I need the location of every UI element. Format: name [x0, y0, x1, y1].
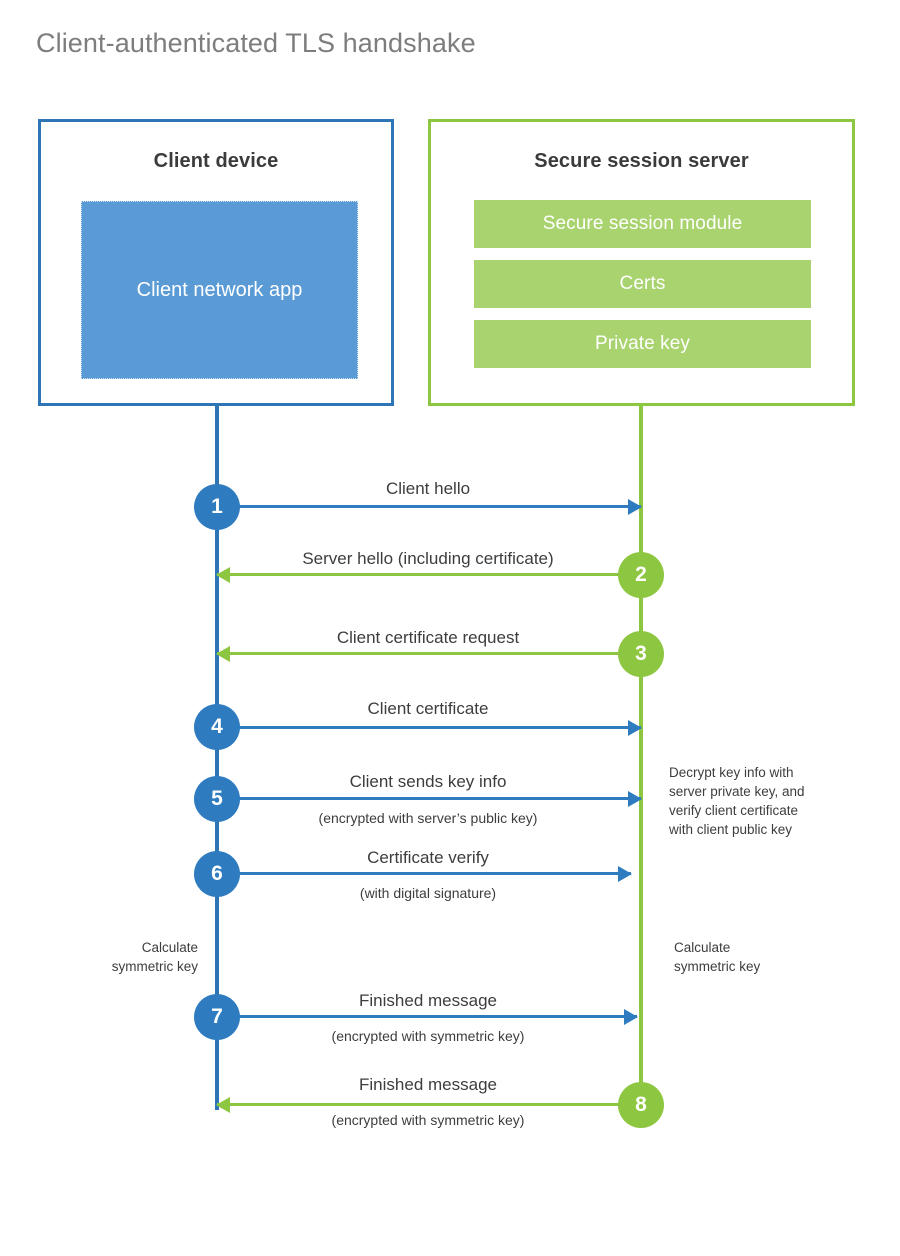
message-label-5: Client sends key info	[349, 772, 507, 791]
message-arrow-1	[217, 498, 642, 515]
message-label-3: Client certificate request	[336, 628, 520, 647]
message-arrow-4	[217, 719, 642, 736]
server-calculate-symmetric-key-note: Calculate symmetric key	[674, 938, 834, 976]
server-module-secure-session-module: Secure session module	[474, 200, 811, 248]
message-sublabel-7: (encrypted with symmetric key)	[331, 1028, 525, 1044]
message-arrow-2	[216, 566, 641, 583]
message-arrow-5	[217, 790, 642, 807]
arrowhead-right-icon	[628, 719, 642, 736]
message-label-7: Finished message	[359, 991, 497, 1010]
server-module-label: Secure session module	[542, 213, 743, 234]
server-lifeline	[639, 403, 643, 1106]
step-marker-3[interactable]: 3	[618, 631, 664, 677]
step-marker-4[interactable]: 4	[194, 704, 240, 750]
message-label-1: Client hello	[385, 479, 471, 498]
message-arrow-7	[217, 1008, 638, 1025]
client-network-app-label: Client network app	[136, 278, 303, 301]
client-device-box: Client device Client network app	[38, 119, 394, 406]
message-sublabel-5: (encrypted with server’s public key)	[318, 810, 538, 826]
message-label-4: Client certificate	[367, 699, 489, 718]
client-lifeline	[215, 403, 219, 1110]
step-marker-6[interactable]: 6	[194, 851, 240, 897]
page-title: Client-authenticated TLS handshake	[36, 28, 476, 58]
message-label-8: Finished message	[359, 1075, 497, 1094]
server-calculate-note-line: symmetric key	[674, 959, 761, 975]
client-network-app-block: Client network app	[81, 201, 358, 379]
server-module-certs: Certs	[474, 260, 811, 308]
message-arrow-3	[216, 645, 641, 662]
client-calculate-note-line: Calculate	[141, 940, 198, 955]
secure-session-server-box: Secure session server Secure session mod…	[428, 119, 855, 406]
arrowhead-left-icon	[216, 1096, 230, 1113]
server-decrypt-note: Decrypt key info with server private key…	[669, 763, 849, 840]
server-module-private-key: Private key	[474, 320, 811, 368]
server-module-label: Certs	[619, 273, 666, 294]
step-marker-7[interactable]: 7	[194, 994, 240, 1040]
arrowhead-left-icon	[216, 566, 230, 583]
arrowhead-right-icon	[628, 498, 642, 515]
server-decrypt-note-line: verify client certificate	[669, 803, 799, 819]
message-sublabel-6: (with digital signature)	[359, 885, 497, 901]
server-calculate-note-line: Calculate	[674, 940, 731, 955]
server-module-label: Private key	[594, 333, 691, 354]
server-decrypt-note-line: Decrypt key info with	[669, 765, 794, 780]
message-arrow-8	[216, 1096, 641, 1113]
secure-session-server-title: Secure session server	[534, 150, 749, 172]
step-marker-8[interactable]: 8	[618, 1082, 664, 1128]
step-marker-1[interactable]: 1	[194, 484, 240, 530]
arrowhead-right-icon	[624, 1008, 638, 1025]
arrowhead-right-icon	[618, 865, 632, 882]
message-label-2: Server hello (including certificate)	[302, 549, 554, 568]
arrowhead-left-icon	[216, 645, 230, 662]
client-calculate-symmetric-key-note: Calculate symmetric key	[60, 938, 198, 976]
arrowhead-right-icon	[628, 790, 642, 807]
server-module-list: Secure session module Certs Private key	[474, 200, 811, 368]
step-marker-5[interactable]: 5	[194, 776, 240, 822]
server-decrypt-note-line: with client public key	[669, 822, 793, 838]
client-calculate-note-line: symmetric key	[111, 959, 198, 975]
message-label-6: Certificate verify	[367, 848, 489, 867]
message-arrow-6	[217, 865, 632, 882]
server-decrypt-note-line: server private key, and	[669, 784, 805, 800]
client-device-title: Client device	[153, 150, 279, 172]
message-sublabel-8: (encrypted with symmetric key)	[331, 1112, 525, 1128]
step-marker-2[interactable]: 2	[618, 552, 664, 598]
